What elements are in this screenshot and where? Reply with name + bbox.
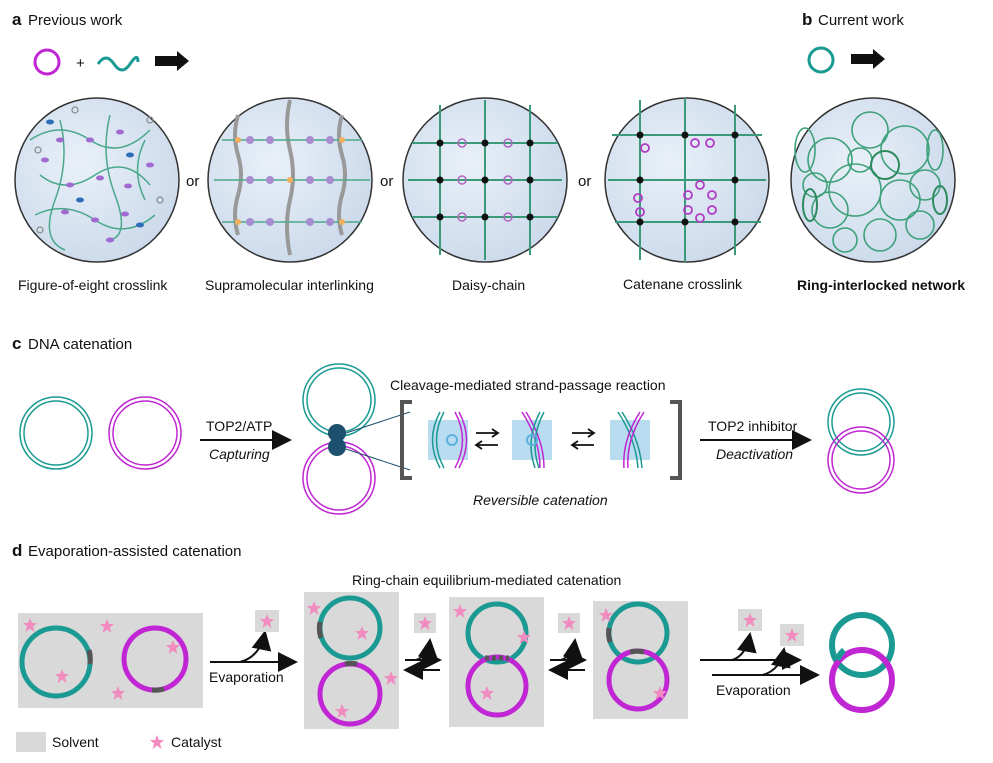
magenta-ring-icon: [33, 48, 61, 76]
evaporation-label: Evaporation: [209, 669, 284, 685]
solvent-box-open-ring: [304, 592, 399, 729]
panel-a-title: Previous work: [28, 12, 123, 29]
network-catenane: [604, 97, 770, 263]
equilibrium-1: [403, 613, 442, 680]
inhibitor-label: TOP2 inhibitor: [708, 418, 798, 434]
label-daisy-chain: Daisy-chain: [452, 277, 525, 293]
teal-ring-icon: [807, 46, 835, 74]
panel-b-letter: b: [802, 10, 812, 29]
network-daisy-chain: [402, 97, 568, 263]
panel-a-letter: a: [12, 10, 22, 29]
legend-solvent-swatch: [16, 732, 46, 752]
label-supramolecular: Supramolecular interlinking: [205, 277, 374, 293]
panel-d-letter: d: [12, 541, 22, 560]
label-ring-interlocked: Ring-interlocked network: [797, 277, 965, 293]
bracket-right: [670, 400, 682, 480]
bracket-left: [400, 400, 412, 480]
legend-solvent: Solvent: [52, 734, 99, 750]
final-catenane: [829, 612, 895, 713]
teal-chain-icon: [96, 56, 140, 72]
dna-magenta-ring: [108, 396, 182, 470]
top2-enzyme: [328, 438, 346, 456]
panel-c-title: DNA catenation: [28, 336, 132, 353]
mechanism-label: Cleavage-mediated strand-passage reactio…: [390, 377, 666, 393]
evaporated-catalyst: [255, 610, 279, 632]
network-ring-interlocked: [790, 97, 956, 263]
network-supramolecular: [207, 97, 373, 263]
zoom-line: [345, 411, 411, 434]
reversible-label: Reversible catenation: [473, 492, 608, 508]
solvent-box-initial: [18, 613, 203, 708]
final-evaporation: [700, 609, 820, 685]
strand-state-1: [428, 411, 468, 469]
solvent-box-passage: [449, 597, 544, 727]
evaporation-label-final: Evaporation: [716, 682, 791, 698]
ring-chain-label: Ring-chain equilibrium-mediated catenati…: [352, 572, 621, 588]
panel-b-title: Current work: [818, 12, 904, 29]
label-catenane: Catenane crosslink: [623, 276, 743, 292]
panel-c-letter: c: [12, 334, 21, 353]
capturing-label: Capturing: [209, 446, 270, 462]
plus-sign: +: [76, 55, 85, 72]
legend-catalyst-star: [150, 735, 164, 749]
arrow-icon: [851, 49, 885, 69]
dna-teal-ring: [19, 396, 93, 470]
network-figure-of-eight: [14, 97, 180, 263]
or-label: or: [186, 173, 199, 190]
strand-state-3: [610, 411, 650, 469]
equilibrium-arrow: [476, 432, 498, 446]
deactivation-label: Deactivation: [716, 446, 793, 462]
zoom-line: [345, 448, 411, 471]
equilibrium-2: [548, 613, 587, 680]
dna-catenane-product: [827, 388, 895, 494]
panel-d-title: Evaporation-assisted catenation: [28, 543, 241, 560]
reagent-label: TOP2/ATP: [206, 418, 272, 434]
arrow-icon: [155, 51, 189, 71]
top2-enzyme: [328, 424, 346, 442]
solvent-box-catenane: [593, 601, 688, 719]
label-figure-of-eight: Figure-of-eight crosslink: [18, 277, 168, 293]
equilibrium-arrow: [572, 432, 594, 446]
or-label: or: [380, 173, 393, 190]
or-label: or: [578, 173, 591, 190]
legend-catalyst: Catalyst: [171, 734, 222, 750]
strand-state-2: [512, 411, 552, 469]
